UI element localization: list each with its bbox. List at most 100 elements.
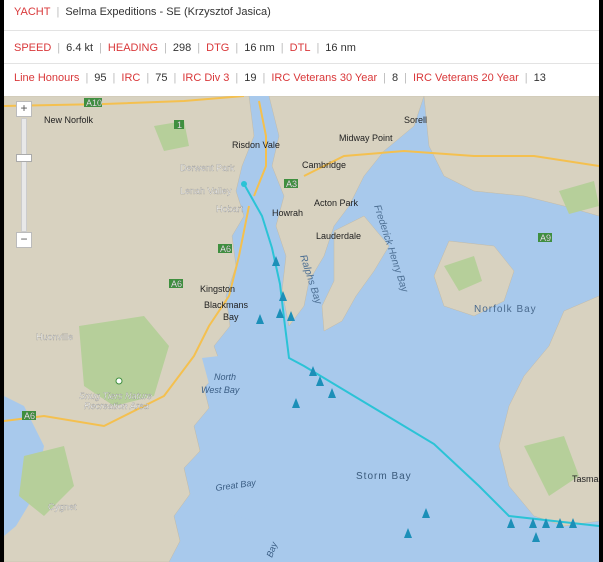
dtg-value: 16 nm [244, 42, 275, 54]
divider: | [112, 72, 116, 84]
highway-road [4, 96, 245, 107]
place-label: Blackmans [204, 300, 249, 310]
road-shield-label: 1 [177, 120, 182, 130]
yacht-icon[interactable] [328, 388, 336, 398]
place-label: Cambridge [302, 160, 346, 170]
yacht-icon[interactable] [292, 398, 300, 408]
divider: | [146, 72, 150, 84]
divider: | [404, 72, 407, 84]
divider: | [85, 72, 89, 84]
road-shield [169, 279, 183, 288]
road-shield-label: A6 [171, 279, 182, 289]
road-shield [538, 233, 552, 242]
reserve-area [79, 316, 169, 406]
yacht-label: YACHT [14, 6, 51, 18]
divider: | [99, 42, 102, 54]
divider: | [57, 42, 61, 54]
divider: | [262, 72, 266, 84]
eastern-shore-land [268, 96, 425, 327]
yacht-row: YACHT | Selma Expeditions - SE (Krzyszto… [4, 6, 599, 18]
tracker-panel: YACHT | Selma Expeditions - SE (Krzyszto… [4, 0, 599, 562]
rankings-row: Line Honours | 95 | IRC | 75 | IRC Div 3… [4, 72, 599, 84]
line-honours-label: Line Honours [14, 72, 80, 84]
road-shield-label: A3 [286, 179, 297, 189]
road-shield-label: A9 [540, 233, 551, 243]
yacht-icon[interactable] [404, 528, 412, 538]
irc-value: 75 [155, 72, 168, 84]
dtl-value: 16 nm [325, 42, 356, 54]
heading-value: 298 [172, 42, 192, 54]
yacht-icon[interactable] [272, 256, 280, 266]
yacht-icon[interactable] [279, 291, 287, 301]
highway-road [253, 100, 267, 197]
irc-div3-value: 19 [244, 72, 257, 84]
place-label: Lauderdale [316, 231, 361, 241]
yacht-icon[interactable] [569, 518, 577, 528]
dtg-label: DTG [206, 42, 230, 54]
yacht-icon[interactable] [287, 311, 295, 321]
divider: | [173, 72, 177, 84]
place-label: Sorell [404, 115, 427, 125]
place-label: Snug Tiers Nature [79, 391, 152, 401]
yacht-icon[interactable] [532, 532, 540, 542]
speed-value: 6.4 kt [66, 42, 94, 54]
irc-veterans30-label: IRC Veterans 30 Year [271, 72, 378, 84]
highway-road [303, 149, 599, 177]
yacht-icon[interactable] [529, 518, 537, 528]
zoom-in-button[interactable]: + [16, 101, 32, 117]
race-map[interactable]: A10 1 A3 A6 A6 A9 A6 New Norfolk Sorell … [4, 96, 599, 562]
reserve-area [559, 181, 599, 214]
yacht-icon[interactable] [556, 518, 564, 528]
finish-marker-icon [241, 181, 247, 187]
great-bay-water [204, 466, 274, 521]
yacht-icon[interactable] [276, 308, 284, 318]
divider: | [280, 42, 284, 54]
road-shield-label: A6 [24, 411, 35, 421]
zoom-out-button[interactable]: − [16, 232, 32, 248]
race-route-line [243, 183, 599, 527]
map-canvas[interactable]: A10 1 A3 A6 A6 A9 A6 New Norfolk Sorell … [4, 96, 599, 562]
reserve-area [444, 256, 482, 291]
yacht-name: Selma Expeditions - SE (Krzysztof Jasica… [65, 6, 271, 18]
zoom-slider-handle[interactable] [16, 154, 32, 162]
divider: | [164, 42, 167, 54]
yacht-icon[interactable] [422, 508, 430, 518]
row-divider [4, 63, 599, 64]
yacht-icon[interactable] [316, 376, 324, 386]
place-label: Recreation Area [84, 401, 149, 411]
highway-road [4, 205, 250, 428]
divider: | [197, 42, 201, 54]
place-label: Risdon Vale [232, 140, 280, 150]
water-label: North [214, 372, 236, 382]
divider: | [316, 42, 320, 54]
line-honours-value: 95 [94, 72, 107, 84]
divider: | [235, 72, 239, 84]
stats-row: SPEED | 6.4 kt | HEADING | 298 | DTG | 1… [4, 42, 599, 54]
road-shield [174, 120, 184, 129]
yacht-icon[interactable] [507, 518, 515, 528]
place-label: Acton Park [314, 198, 359, 208]
divider: | [383, 72, 387, 84]
yacht-icon[interactable] [542, 518, 550, 528]
row-divider [4, 30, 599, 31]
divider: | [235, 42, 239, 54]
road-shield-label: A10 [86, 98, 102, 108]
place-label: Cygnet [48, 502, 77, 512]
yacht-icon[interactable] [309, 366, 317, 376]
yacht-markers [256, 256, 577, 542]
irc-label: IRC [121, 72, 141, 84]
south-arm-peninsula [321, 215, 390, 332]
place-label: Kingston [200, 284, 235, 294]
yacht-icon[interactable] [256, 314, 264, 324]
irc-veterans20-label: IRC Veterans 20 Year [413, 72, 519, 84]
north-west-bay-water [202, 354, 254, 401]
zoom-slider-track[interactable] [21, 118, 27, 232]
place-label: Bay [223, 312, 239, 322]
place-label: Midway Point [339, 133, 393, 143]
reserve-area [19, 446, 74, 516]
place-label: Tasma [572, 474, 599, 484]
dtl-label: DTL [289, 42, 311, 54]
reserve-marker-icon [115, 377, 123, 385]
place-label: Lenah Valley [180, 186, 232, 196]
divider: | [524, 72, 528, 84]
